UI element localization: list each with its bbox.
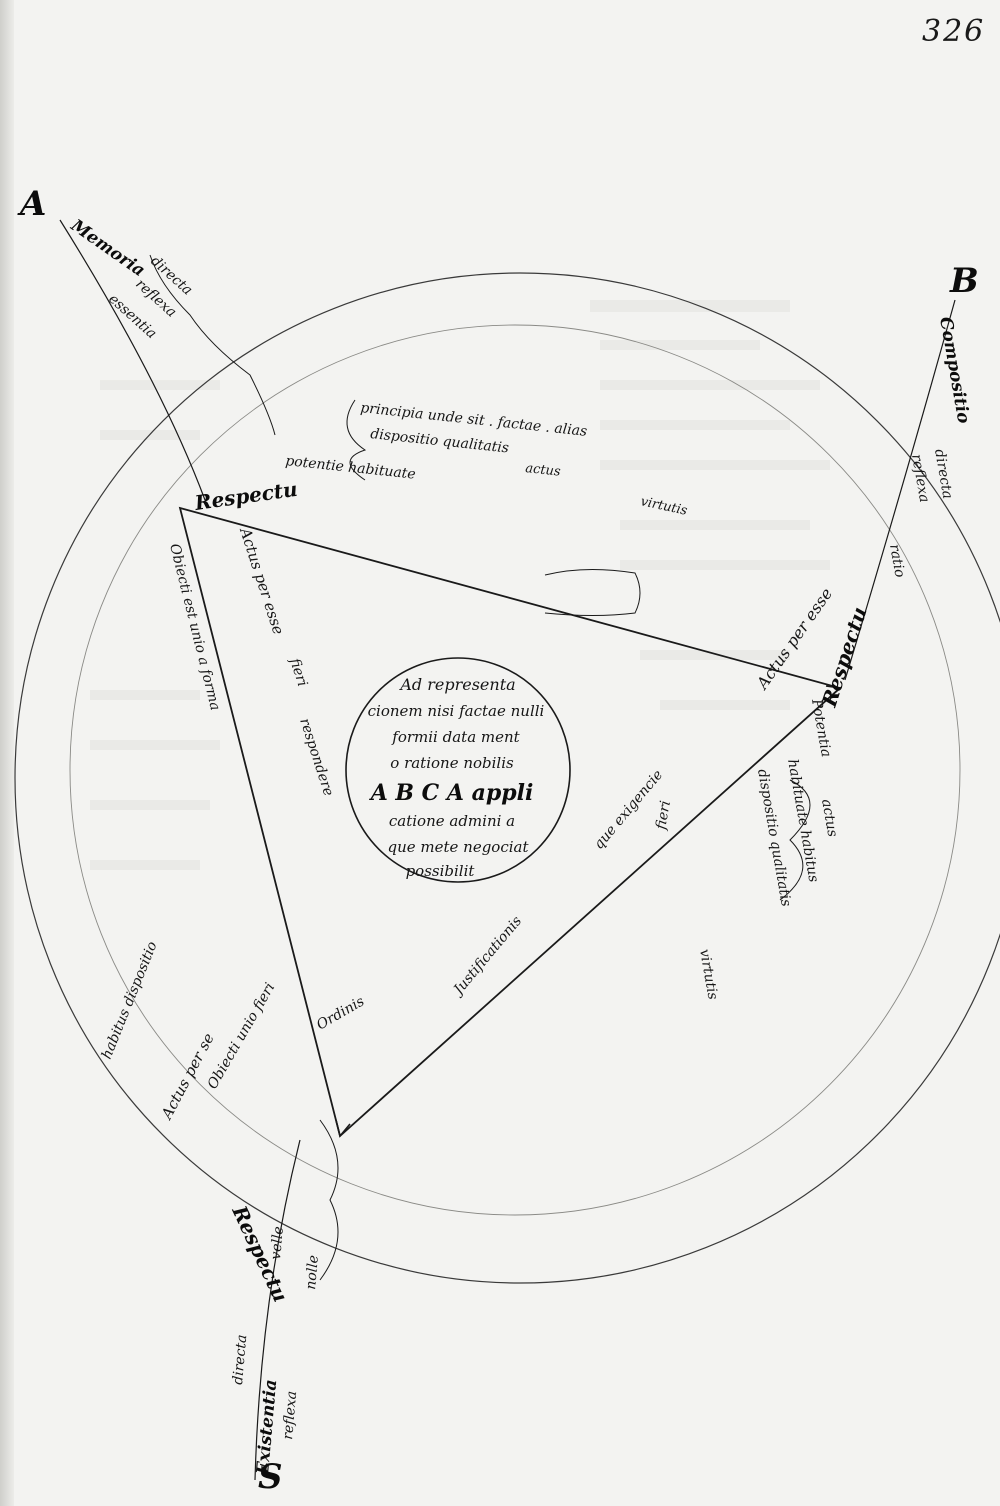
arm-top-left: [59, 219, 206, 501]
arm-top-left-text: Memoria directa reflexa essentia: [66, 215, 195, 342]
corner-letter-top-right: B: [949, 261, 979, 301]
central-triangle: [178, 506, 842, 1138]
upper-annotation-line: potentie habituate: [285, 453, 417, 483]
lower-edge-line: Ordinis: [314, 993, 367, 1033]
upper-annotation-line: dispositio qualitatis: [370, 426, 510, 456]
bracket-right: [779, 779, 811, 901]
center-line: possibilit: [406, 862, 476, 880]
vertex-label-right: Respectu: [817, 604, 872, 711]
lower-edge-line: que exigencie: [591, 767, 666, 853]
arm-bottom-item: velle: [268, 1226, 287, 1261]
center-line-letters: A B C A appli: [369, 780, 534, 806]
center-line: formii data ment: [391, 728, 520, 746]
left-arc-annotation: Actus per esse fieri respondere Obiecti …: [166, 524, 336, 798]
center-line: que mete negociat: [387, 838, 529, 856]
bracket-upper: [346, 399, 367, 481]
arm-bottom-item: reflexa: [280, 1390, 300, 1440]
bracket-upper-mid: [544, 568, 641, 616]
center-line: o ratione nobilis: [390, 754, 514, 772]
arm-right-text: Compositio directa reflexa ratio: [886, 315, 973, 578]
arm-right-item: ratio: [886, 543, 908, 579]
arm-right-item: reflexa: [908, 453, 932, 504]
arrowhead-bottom: [335, 1119, 351, 1138]
upper-annotation: principia unde sit . factae . alias disp…: [285, 400, 689, 519]
arrowhead-right: [825, 685, 842, 698]
corner-letter-top-left: A: [17, 184, 46, 224]
arm-bottom-item: directa: [230, 1334, 250, 1385]
arm-top-left-title: Memoria: [66, 215, 148, 281]
inner-circle: [345, 657, 571, 883]
center-line: catione admini a: [389, 812, 515, 830]
lower-edge-line: fieri: [653, 800, 674, 832]
upper-annotation-line: virtutis: [639, 494, 689, 519]
binding-edge: [0, 0, 14, 1506]
bottom-left-arc-line: Obiecti unio fieri: [205, 980, 279, 1092]
right-arc-line: actus: [818, 798, 840, 838]
lower-edge-line: Actus per esse: [752, 584, 837, 693]
right-arc-annotation: Potentia habituate habitus dispositio qu…: [696, 697, 840, 1001]
corner-letter-bottom-left: S: [258, 1457, 283, 1497]
center-line: cionem nisi factae nulli: [368, 702, 545, 720]
outer-circle: [14, 272, 1000, 1284]
upper-annotation-line: actus: [525, 461, 562, 480]
right-arc-line: dispositio qualitatis: [754, 768, 794, 908]
arm-right-item: directa: [931, 448, 955, 500]
left-arc-line: fieri: [286, 655, 310, 688]
left-arc-line: Actus per esse: [236, 524, 288, 637]
arm-right-title: Compositio: [935, 315, 973, 425]
bracket-top-left: [149, 254, 276, 436]
middle-circle: [69, 324, 961, 1216]
folio-number: 326: [922, 14, 986, 49]
bottom-left-arc-annotation: Actus per se habitus dispositio Obiecti …: [99, 939, 278, 1123]
right-arc-line: habituate habitus: [784, 758, 821, 884]
left-arc-line: respondere: [296, 716, 336, 798]
arm-right: [844, 299, 956, 681]
center-text: Ad representa cionem nisi factae nulli f…: [368, 675, 545, 880]
arm-bottom: [254, 1139, 301, 1481]
center-line: Ad representa: [398, 675, 515, 694]
right-arc-line: virtutis: [696, 948, 721, 1001]
lower-edge-line: Justificationis: [449, 913, 525, 1000]
arm-bottom-item: nolle: [303, 1254, 322, 1290]
arm-bottom-text: Existentia directa reflexa velle nolle: [230, 1226, 322, 1477]
vertex-label-top-left: Respectu: [192, 477, 299, 515]
bottom-left-arc-line: habitus dispositio: [99, 939, 161, 1061]
bracket-bottom: [319, 1119, 339, 1281]
